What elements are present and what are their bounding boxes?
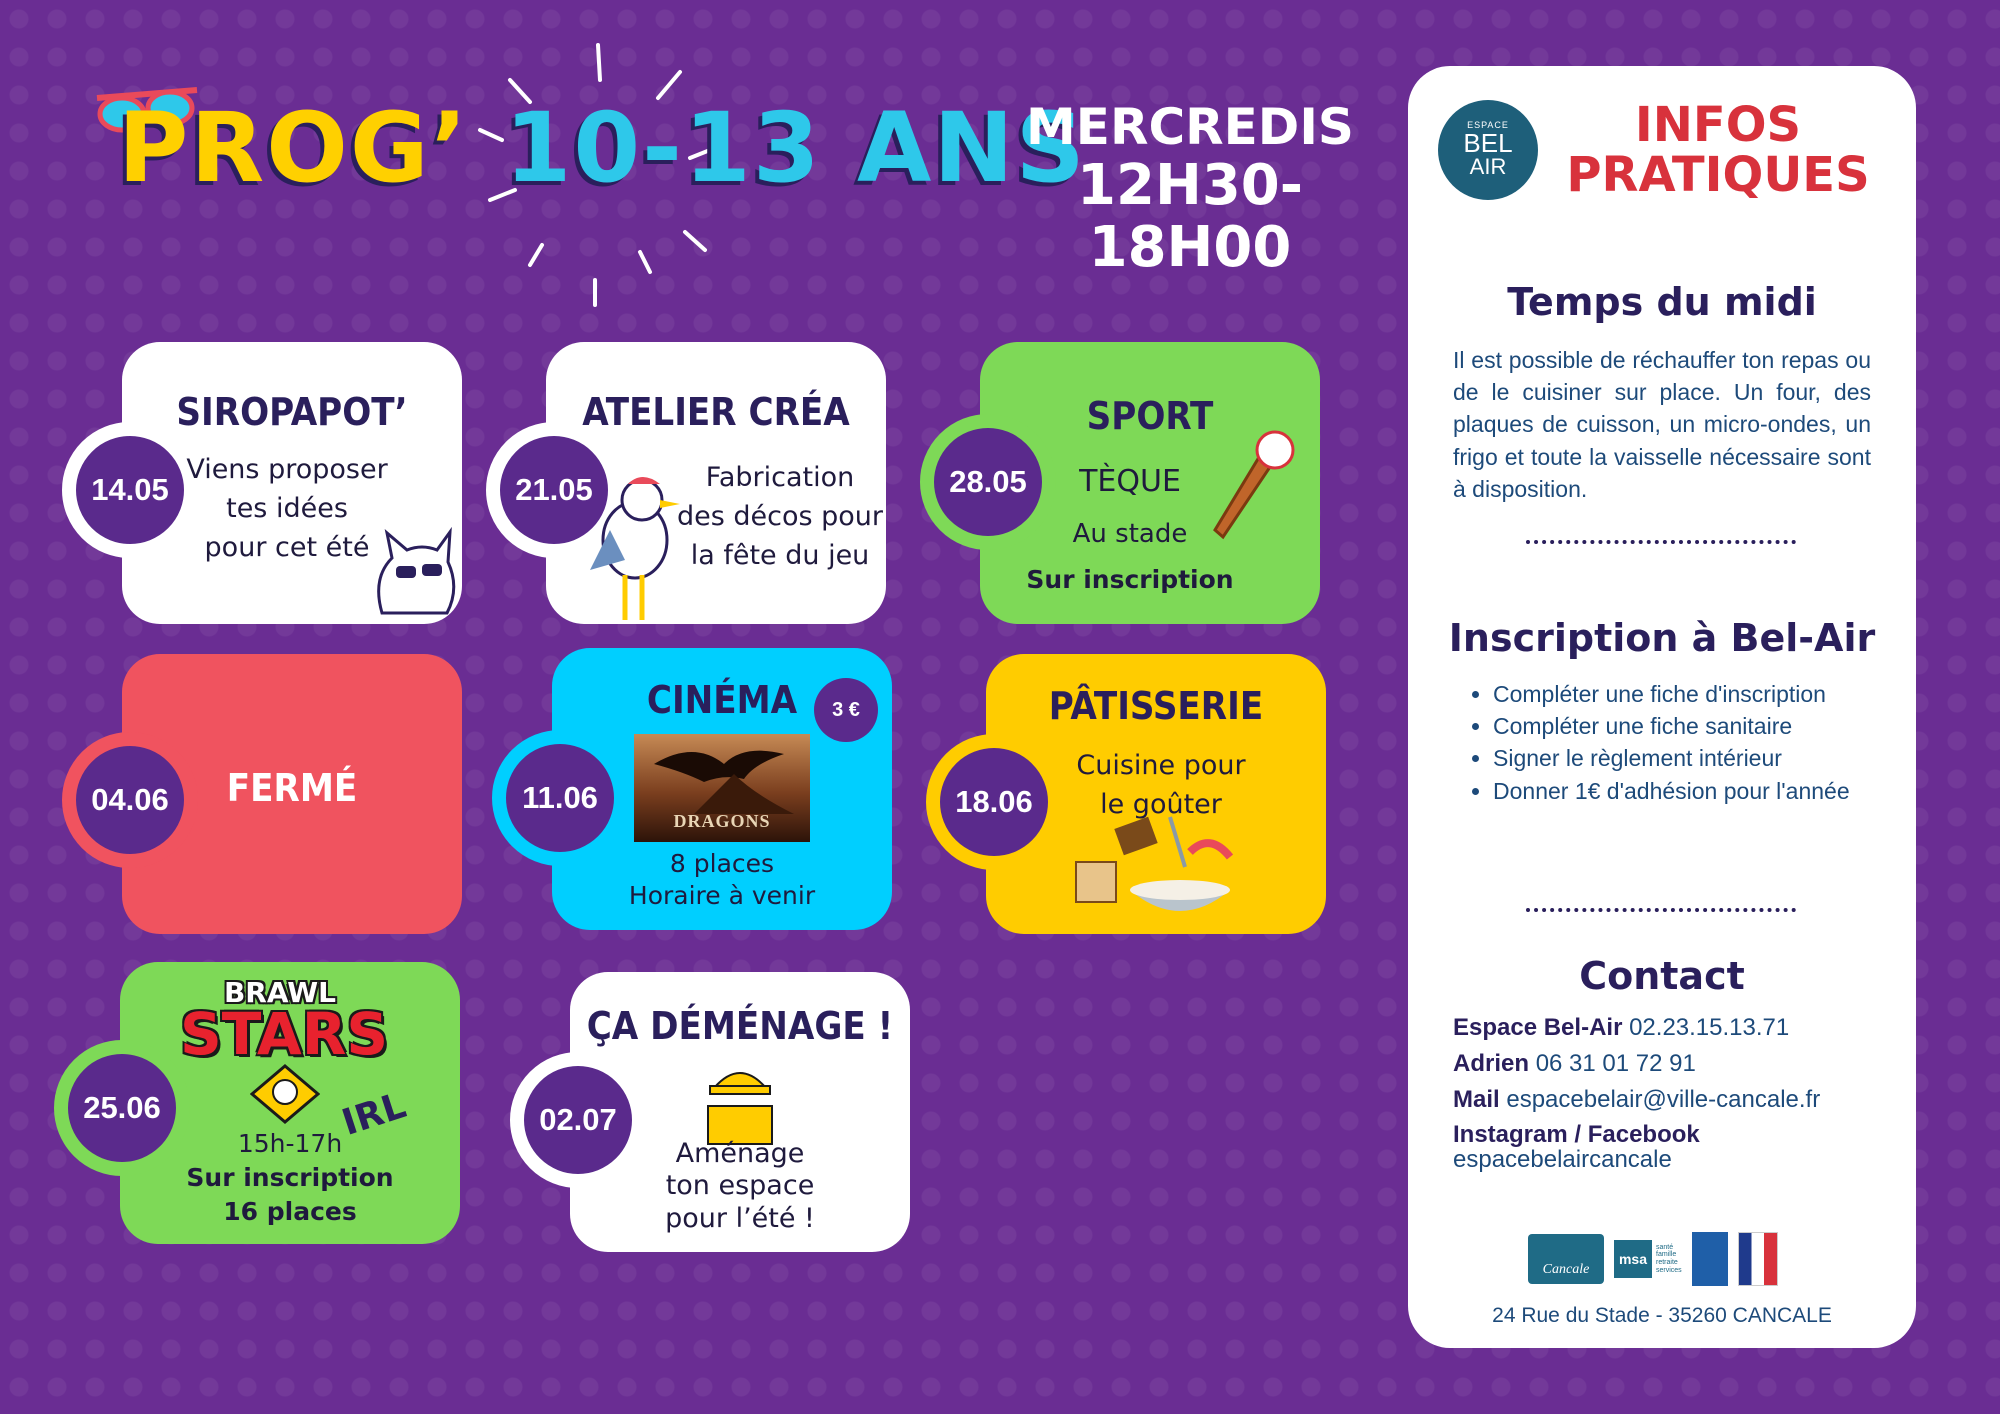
seagull-icon (590, 477, 680, 620)
event-date: 28.05 (920, 414, 1056, 550)
cancale-logo: Cancale (1528, 1234, 1604, 1284)
price-badge: 3 € (814, 678, 878, 742)
caf-logo (1691, 1232, 1728, 1286)
separator (1526, 540, 1796, 544)
address: 24 Rue du Stade - 35260 CANCALE (1492, 1304, 1832, 1327)
schedule: MERCREDIS 12H30-18H00 (1010, 100, 1370, 278)
event-title: PÂTISSERIE (1048, 684, 1264, 728)
event-card-sport: 28.05 SPORT TÈQUE Au stade Sur inscripti… (920, 342, 1320, 624)
contact-adrien: Adrien 06 31 01 72 91 (1453, 1050, 1696, 1077)
event-title: CINÉMA (646, 678, 798, 722)
sparkle-burst-icon (478, 43, 712, 307)
event-seats: 8 places (669, 849, 775, 878)
republique-logo (1737, 1232, 1778, 1286)
event-date: 21.05 (486, 422, 622, 558)
movie-poster: DRAGONS (634, 734, 810, 842)
worker-box-icon (707, 1072, 773, 1145)
event-title: ATELIER CRÉA (582, 390, 850, 434)
separator (1526, 908, 1796, 912)
inscription-item: Donner 1€ d'adhésion pour l'année (1493, 775, 1871, 807)
page-title: PROG’ 10-13 ANS (118, 100, 1087, 196)
title-age: 10-13 ANS (504, 92, 1087, 204)
event-title: SPORT (1086, 394, 1214, 438)
event-registration: Sur inscription (1026, 565, 1234, 594)
baseball-bat-icon (1213, 430, 1295, 540)
title-prog: PROG’ (118, 92, 470, 204)
event-seats: 16 places (223, 1197, 357, 1226)
baking-bowl-icon (1075, 816, 1234, 911)
event-title: SIROPAPOT’ (176, 390, 408, 434)
event-time: 15h-17h (237, 1129, 343, 1158)
section-title-inscription: Inscription à Bel-Air (1448, 616, 1876, 660)
event-title: FERMÉ (226, 766, 358, 810)
contact-espace: Espace Bel-Air 02.23.15.13.71 (1453, 1014, 1790, 1041)
event-date: 04.06 (62, 732, 198, 868)
event-card-ferme: 04.06 FERMÉ (62, 654, 462, 934)
inscription-item: Signer le règlement intérieur (1493, 742, 1871, 774)
event-date: 18.06 (926, 734, 1062, 870)
event-registration: Sur inscription (186, 1163, 394, 1192)
inscription-item: Compléter une fiche sanitaire (1493, 710, 1871, 742)
event-location: Au stade (1072, 519, 1188, 549)
schedule-hours: 12H30-18H00 (1077, 153, 1303, 280)
poster-title: DRAGONS (673, 811, 771, 831)
inscription-item: Compléter une fiche d'inscription (1493, 678, 1871, 710)
contact-mail: Mail espacebelair@ville-cancale.fr (1453, 1086, 1821, 1113)
event-card-cinema: 11.06 CINÉMA 3 € DRAGONS 8 places Horair… (492, 648, 892, 930)
midi-text: Il est possible de réchauffer ton repas … (1453, 347, 1871, 502)
skull-badge-icon (250, 1064, 320, 1124)
schedule-day: MERCREDIS (1026, 98, 1354, 156)
contact-list: Espace Bel-Air 02.23.15.13.71 Adrien 06 … (1453, 1014, 1896, 1180)
info-panel: ESPACE BEL AIR INFOS PRATIQUES Temps du … (1408, 66, 1916, 1348)
brawl-stars-logo: BRAWL STARS (180, 976, 389, 1068)
event-date: 11.06 (492, 730, 628, 866)
event-sport-type: TÈQUE (1079, 464, 1181, 499)
section-title-midi: Temps du midi (1507, 280, 1817, 324)
dragon-silhouette-icon (654, 750, 794, 814)
event-title: ÇA DÉMÉNAGE ! (586, 1004, 894, 1048)
section-title-contact: Contact (1579, 954, 1745, 998)
sunglasses-icon (96, 87, 198, 133)
inscription-list: Compléter une fiche d'inscription Complé… (1453, 678, 1871, 807)
cool-cat-icon (377, 526, 456, 615)
panel-title: INFOS PRATIQUES (1566, 97, 1870, 204)
event-card-brawl-stars: 25.06 BRAWL STARS IRL 15h-17h Sur inscri… (54, 962, 460, 1244)
espace-bel-air-logo: ESPACE BEL AIR (1438, 100, 1538, 200)
event-time: Horaire à venir (628, 881, 816, 910)
